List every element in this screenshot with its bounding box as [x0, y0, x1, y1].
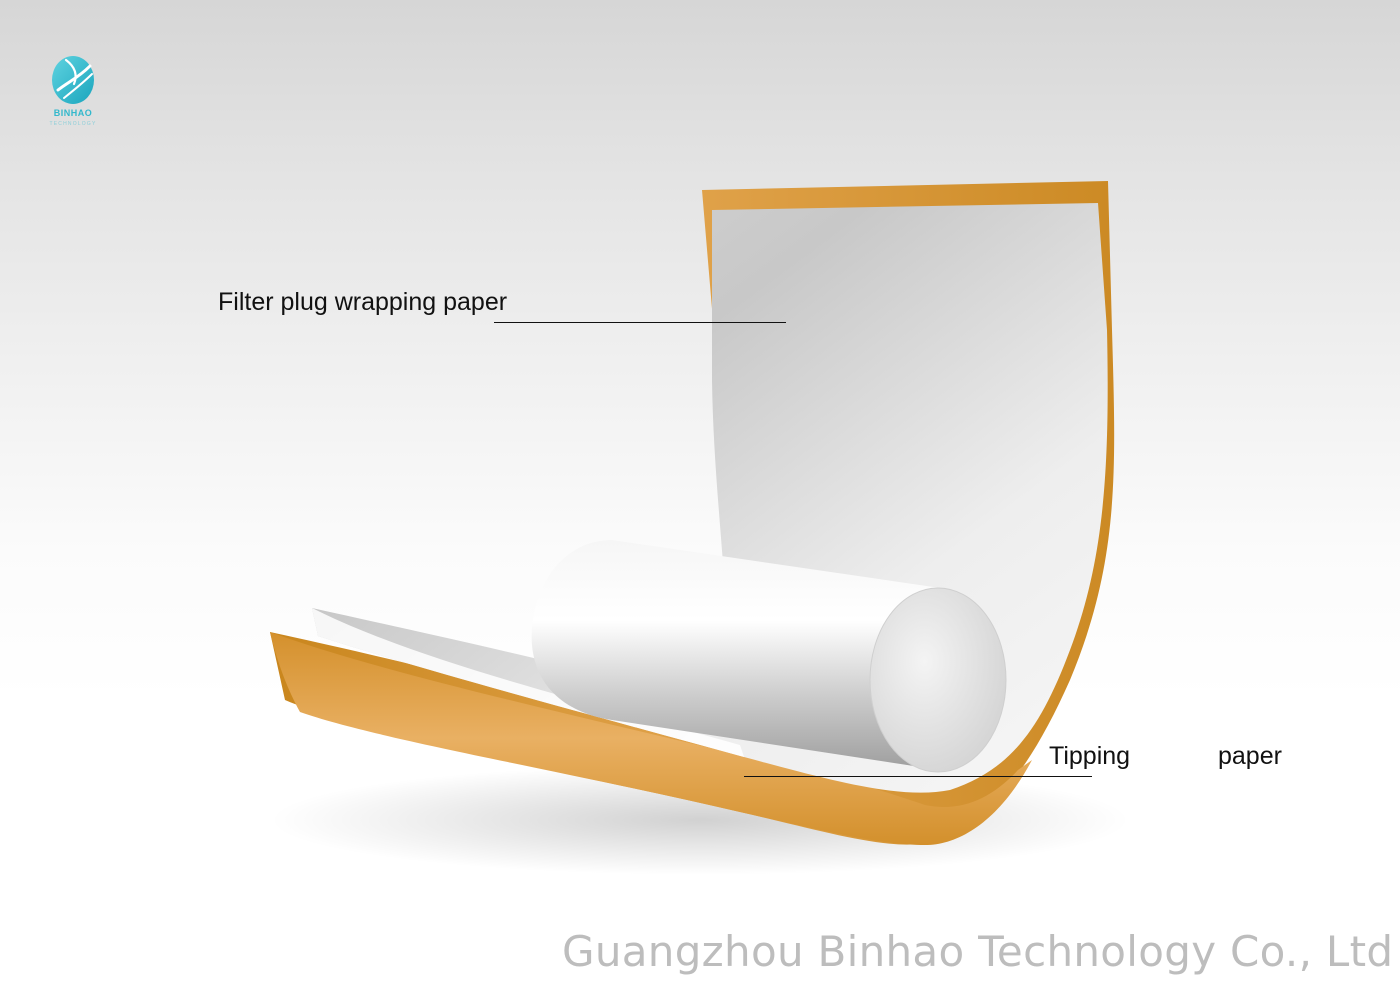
tipping-label-part2: paper — [1218, 742, 1282, 770]
brand-tagline: TECHNOLOGY — [49, 121, 97, 127]
tipping-label-part1: Tipping — [1049, 742, 1131, 770]
tipping-paper-front-face — [270, 632, 1032, 845]
brand-name: BINHAO — [53, 108, 93, 118]
filter-roll-end-cap — [869, 587, 1007, 773]
filter-plug-leader-line — [494, 322, 786, 323]
company-watermark: Guangzhou Binhao Technology Co., Ltd — [562, 927, 1394, 976]
tipping-leader-line — [744, 776, 1092, 777]
globe-logo-icon — [52, 56, 94, 104]
filter-roll-body — [531, 540, 940, 770]
brand-logo: BINHAO TECHNOLOGY — [44, 52, 102, 134]
filter-plug-label: Filter plug wrapping paper — [218, 288, 508, 316]
